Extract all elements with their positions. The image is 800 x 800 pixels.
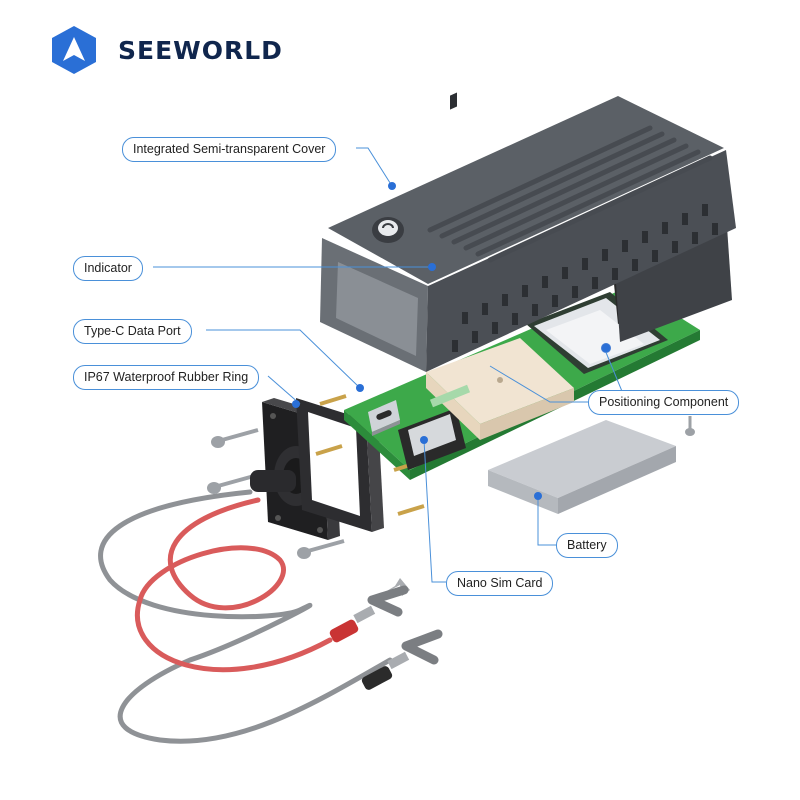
callout-positioning-component: Positioning Component [588, 390, 740, 415]
power-wires [98, 489, 393, 744]
callout-cover: Integrated Semi-transparent Cover [122, 137, 337, 162]
callout-nano-sim-card: Nano Sim Card [446, 571, 554, 596]
callout-type-c-port: Type-C Data Port [73, 319, 192, 344]
sim-slot [398, 408, 466, 470]
wire-terminals [329, 578, 443, 690]
brand-header: SEEWORLD [48, 24, 283, 76]
callout-rubber-ring: IP67 Waterproof Rubber Ring [73, 365, 260, 390]
callout-dots [292, 182, 610, 500]
indicator-light [372, 217, 404, 243]
rubber-ring [296, 398, 384, 532]
callout-battery: Battery [556, 533, 618, 558]
gnss-antenna [426, 338, 574, 440]
brand-name: SEEWORLD [118, 35, 283, 65]
callout-indicator: Indicator [73, 256, 143, 281]
seeworld-logo-icon [52, 26, 96, 74]
side-vents [452, 204, 718, 352]
battery-pack [488, 420, 676, 514]
type-c-port [368, 400, 400, 436]
housing-cover [320, 92, 736, 372]
